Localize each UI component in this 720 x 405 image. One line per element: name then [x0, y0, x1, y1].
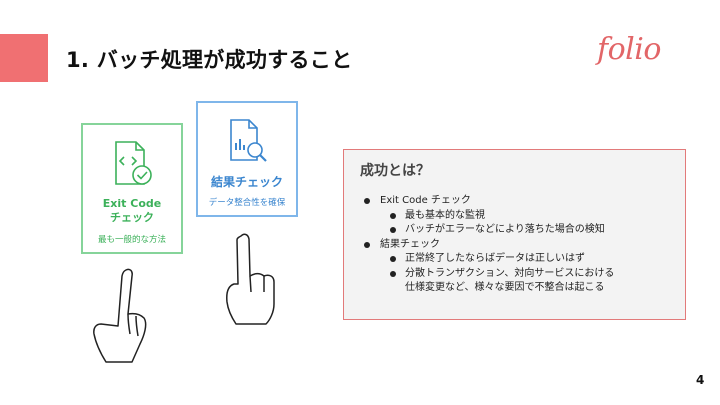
list-item: 正常終了したならばデータは正しいはず	[360, 252, 669, 267]
exit-code-card-subtitle: 最も一般的な方法	[97, 235, 166, 245]
exit-code-card-title: Exit Code チェック	[83, 197, 181, 225]
page-number: 4	[696, 373, 705, 387]
pointing-hand-icon	[222, 232, 282, 331]
accent-bar	[0, 34, 48, 82]
exit-code-title-line2: チェック	[110, 211, 154, 224]
pointing-hand-icon	[92, 266, 152, 370]
chart-document-search-icon	[198, 117, 296, 171]
result-check-card-title: 結果チェック	[210, 175, 283, 189]
result-check-card: 結果チェック データ整合性を確保	[196, 101, 298, 217]
folio-logo: folio	[597, 32, 661, 67]
success-box-title: 成功とは？	[360, 163, 430, 179]
code-document-check-icon	[83, 139, 181, 193]
list-item: バッチがエラーなどにより落ちた場合の検知	[360, 223, 669, 238]
list-item: 分散トランザクション、対向サービスにおける	[360, 267, 669, 282]
exit-code-title-line1: Exit Code	[102, 197, 162, 210]
success-criteria-list: Exit Code チェック 最も基本的な監視 バッチがエラーなどにより落ちた場…	[360, 194, 669, 296]
success-definition-box: 成功とは？ Exit Code チェック 最も基本的な監視 バッチがエラーなどに…	[343, 149, 686, 320]
list-item: 結果チェック	[360, 238, 669, 253]
list-item-continuation: 仕様変更など、様々な要因で不整合は起こる	[405, 282, 605, 293]
slide-title: 1. バッチ処理が成功すること	[66, 48, 353, 72]
result-check-card-subtitle: データ整合性を確保	[208, 198, 286, 208]
exit-code-card: Exit Code チェック 最も一般的な方法	[81, 123, 183, 254]
list-item: Exit Code チェック	[360, 194, 669, 209]
list-item: 最も基本的な監視	[360, 209, 669, 224]
